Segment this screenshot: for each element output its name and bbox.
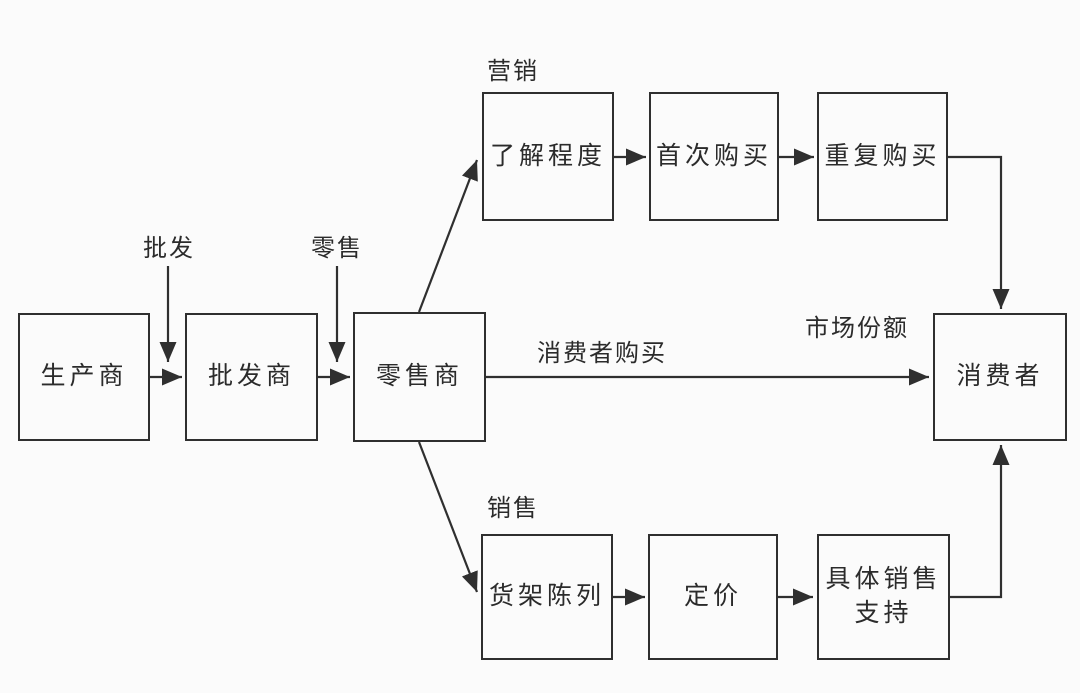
arrow-retailer-to-shelf-display: [417, 441, 479, 593]
node-producer: 生产商: [18, 313, 150, 441]
label-consumer-purchase: 消费者购买: [537, 340, 667, 367]
node-first-purchase: 首次购买: [649, 92, 779, 221]
label-wholesale: 批发: [143, 235, 195, 262]
connector-repeat-purchase-to-consumer: [948, 155, 1010, 309]
label-retail: 零售: [311, 235, 363, 262]
node-pricing: 定价: [648, 534, 778, 660]
node-shelf-display: 货架陈列: [481, 534, 613, 660]
node-retailer: 零售商: [353, 312, 486, 442]
node-wholesaler: 批发商: [185, 313, 318, 441]
node-sales-support: 具体销售支持: [817, 534, 950, 660]
node-repeat-purchase: 重复购买: [817, 92, 948, 221]
label-sales: 销售: [487, 495, 539, 522]
connector-sales-support-to-consumer: [950, 445, 1010, 599]
node-consumer: 消费者: [933, 313, 1067, 441]
label-market-share: 市场份额: [805, 315, 909, 342]
node-awareness: 了解程度: [482, 92, 614, 221]
label-marketing: 营销: [487, 58, 539, 85]
arrow-retailer-to-awareness: [417, 159, 479, 313]
